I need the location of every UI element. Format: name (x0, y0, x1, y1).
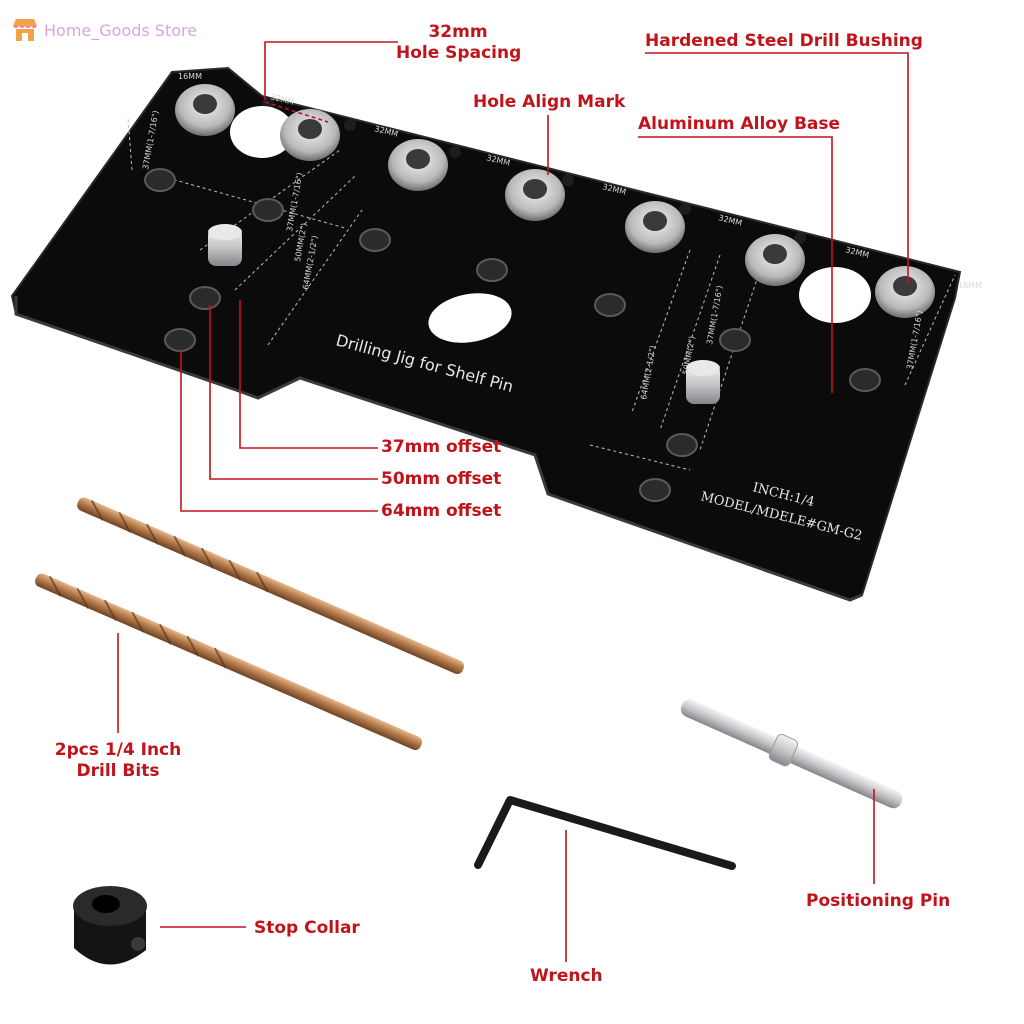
store-name: Home_Goods Store (44, 20, 198, 40)
jig-plate: 16MM 32MM 32MM 32MM 32MM 32MM 32MM 16MM … (10, 66, 982, 602)
drill-bits-count: 2pcs 1/4 Inch (54, 740, 182, 760)
edge-mark: 16MM (178, 72, 202, 81)
mounting-holes (144, 168, 881, 502)
wrench-callout: Wrench (530, 966, 603, 986)
hex-wrench (474, 796, 736, 870)
hole-align-callout: Hole Align Mark (473, 92, 626, 112)
storefront-icon (13, 19, 37, 41)
stop-collar-callout: Stop Collar (254, 918, 360, 938)
through-hole (799, 267, 871, 323)
stop-knobs (208, 224, 720, 404)
hole-spacing-callout: 32mm Hole Spacing (396, 22, 522, 64)
drill-bits-text: Drill Bits (76, 761, 160, 781)
store-watermark: Home_Goods Store (10, 12, 197, 48)
alloy-base-callout: Aluminum Alloy Base (638, 114, 841, 134)
hole-spacing-value: 32mm (428, 22, 488, 42)
positioning-pin (680, 699, 903, 809)
through-hole (428, 293, 512, 343)
offset-50-callout: 50mm offset (381, 469, 502, 489)
drill-bits-callout: 2pcs 1/4 Inch Drill Bits (50, 740, 186, 782)
drill-bit-2 (35, 573, 423, 750)
offset-37-callout: 37mm offset (381, 437, 502, 457)
drill-bushings (175, 84, 935, 318)
through-hole (230, 106, 294, 158)
align-notches (262, 97, 806, 244)
drill-bushing-callout: Hardened Steel Drill Bushing (645, 31, 923, 51)
callout-lines (117, 41, 909, 962)
positioning-pin-callout: Positioning Pin (806, 891, 951, 911)
hole-spacing-text: Hole Spacing (396, 43, 522, 63)
drill-bit-1 (77, 497, 465, 674)
stop-collar (73, 886, 147, 965)
offset-64-callout: 64mm offset (381, 501, 502, 521)
edge-mark: 16MM (958, 281, 982, 290)
